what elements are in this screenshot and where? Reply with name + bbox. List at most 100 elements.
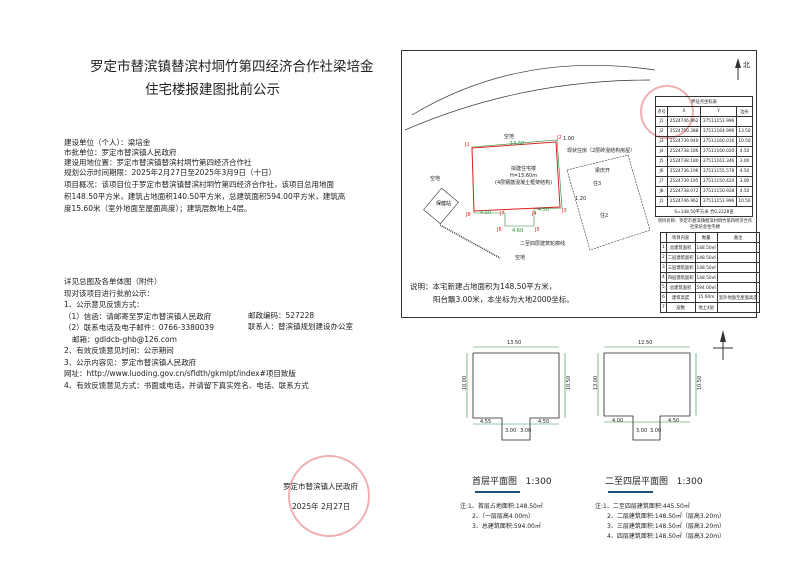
feedback-phone: （2）联系电话及电子邮件：0766-3380039 (64, 323, 214, 332)
dim: 10.50 (697, 375, 704, 391)
dim: 3.00 (505, 428, 517, 434)
official-seal (288, 455, 370, 537)
point-label: J3 (562, 208, 567, 214)
feedback-section: 详见总图及各单体图（附件） 现对该项目进行批前公示： 1、公示意见反馈方式： （… (64, 276, 309, 391)
dim: 13.50 (510, 141, 525, 147)
plan1-outline (472, 352, 560, 441)
dim: 13.50 (507, 340, 522, 346)
feedback-line: 详见总图及各单体图（附件） (64, 277, 162, 286)
dim: 4.55 (480, 419, 492, 425)
label-outline: 二至四层建筑轮廓线 (520, 241, 566, 247)
point-label: J2 (557, 135, 562, 141)
label-left: 空地 (430, 176, 441, 182)
info-line: 积148.50平方米，建筑占地面积140.50平方米，总建筑面积594.00平方… (64, 192, 346, 201)
info-line: 项目概况：该项目位于罗定市替滨镇替滨村垌竹第四经济合作社，该项目总用地面 (64, 180, 334, 189)
feedback-mail: （1）信函：请邮寄至罗定市替滨镇人民政府 (64, 311, 212, 321)
road-curve (411, 64, 656, 116)
north-label: 北 (743, 61, 750, 69)
dim: 4.00 (612, 418, 624, 424)
dim: 3.00 (520, 428, 532, 434)
info-line: 建设用地位置：罗定市替滨镇替滨村垌竹第四经济合作社 (64, 158, 252, 167)
feedback-line: 现对该项目进行批前公示： (64, 288, 154, 298)
contact: 联系人：替滨镇规划建设办公室 (248, 322, 353, 331)
feedback-line: 1、公示意见反馈方式： (64, 300, 144, 309)
dim: 10.00 (462, 375, 469, 391)
feedback-email[interactable]: 邮箱：gdldcb-ghb@126.com (72, 334, 177, 344)
point-label: J6 (497, 227, 502, 233)
info-line: 市批单位：罗定市替滨镇人民政府 (64, 148, 177, 157)
label-kiosk: 保健站 (436, 201, 452, 207)
dim: 12.50 (638, 340, 653, 346)
lane (439, 224, 501, 259)
project-info: 建设单位（个人）：梁培金 市批单位：罗定市替滨镇人民政府 建设用地位置：罗定市替… (64, 138, 345, 214)
feedback-line: 4、有效反馈意见方式：书面或电话，并请留下真实姓名、电话、联系方式 (64, 380, 309, 390)
dim: 4.50 (480, 210, 492, 216)
feedback-line: 3、公示内容见：罗定市替滨镇人民政府 (64, 357, 197, 367)
dim: 1.00 (563, 136, 575, 142)
point-label: J7 (500, 211, 505, 217)
dim: 4.50 (668, 418, 680, 424)
plan1-title: 首层平面图 1:300 (472, 477, 552, 487)
point-label: J4 (532, 211, 537, 217)
dim: 3.00 (650, 428, 662, 434)
point-label: J1 (465, 142, 470, 148)
site-boundary (471, 139, 563, 227)
site-note: 说明：本宅新建占地面积为148.50平方米， (410, 282, 557, 291)
label-lane: 空地 (515, 255, 526, 261)
kiosk (423, 187, 459, 225)
neighbor-house (566, 154, 651, 251)
dim: 10.50 (566, 375, 573, 391)
site-plan-frame (401, 50, 757, 318)
info-line: 规划公示时间期限：2025年2月27日至2025年3月9日（十日） (64, 168, 277, 177)
dim: 4.50 (538, 419, 550, 425)
feedback-url[interactable]: 网址：http://www.luoding.gov.cn/sfldth/gkml… (64, 369, 296, 378)
point-label: J8 (466, 212, 471, 218)
dim: 4.50 (538, 207, 550, 213)
signature-date: 2025年 2月27日 (292, 502, 351, 511)
feedback-line: 2、有效反馈意见时间：公示期间 (64, 346, 174, 355)
plan2-title: 二至四层平面图 1:300 (605, 477, 703, 487)
dim: 1.20 (575, 196, 587, 202)
label-existing: 现状住房（2层砖混结构房屋） (567, 148, 636, 154)
road-curve (404, 79, 651, 131)
building-outline (471, 141, 561, 212)
info-line: 度15.60米（室外地面至屋面高度）；建筑层数地上4层。 (64, 204, 252, 213)
label-road: 空地 (504, 134, 515, 140)
label-house2: 住2 (600, 213, 609, 219)
point-label: J5 (535, 227, 540, 233)
info-line: 建设单位（个人）：梁培金 (64, 138, 151, 147)
dim: 3.00 (636, 428, 648, 434)
title-line2: 住宅楼报建图批前公示 (145, 82, 280, 98)
dim: 4.60 (512, 228, 524, 234)
tech-table-title: 项目名称：罗定市替滨镇替滨村垌竹第四经济合作社梁培金住宅楼 (657, 219, 753, 230)
label-house3: 住3 (593, 181, 602, 187)
postcode: 邮政编码：527228 (248, 311, 315, 320)
site-note: 阳台飘3.00米，本坐标为大地2000坐标。 (433, 295, 574, 304)
title-line1: 罗定市替滨镇替滨村垌竹第四经济合作社梁培金 (90, 59, 374, 75)
dim: 13.00 (593, 375, 600, 391)
label-neighbor: 梁庆开 (595, 168, 611, 174)
signature-org: 罗定市替滨镇人民政府 (283, 482, 358, 491)
